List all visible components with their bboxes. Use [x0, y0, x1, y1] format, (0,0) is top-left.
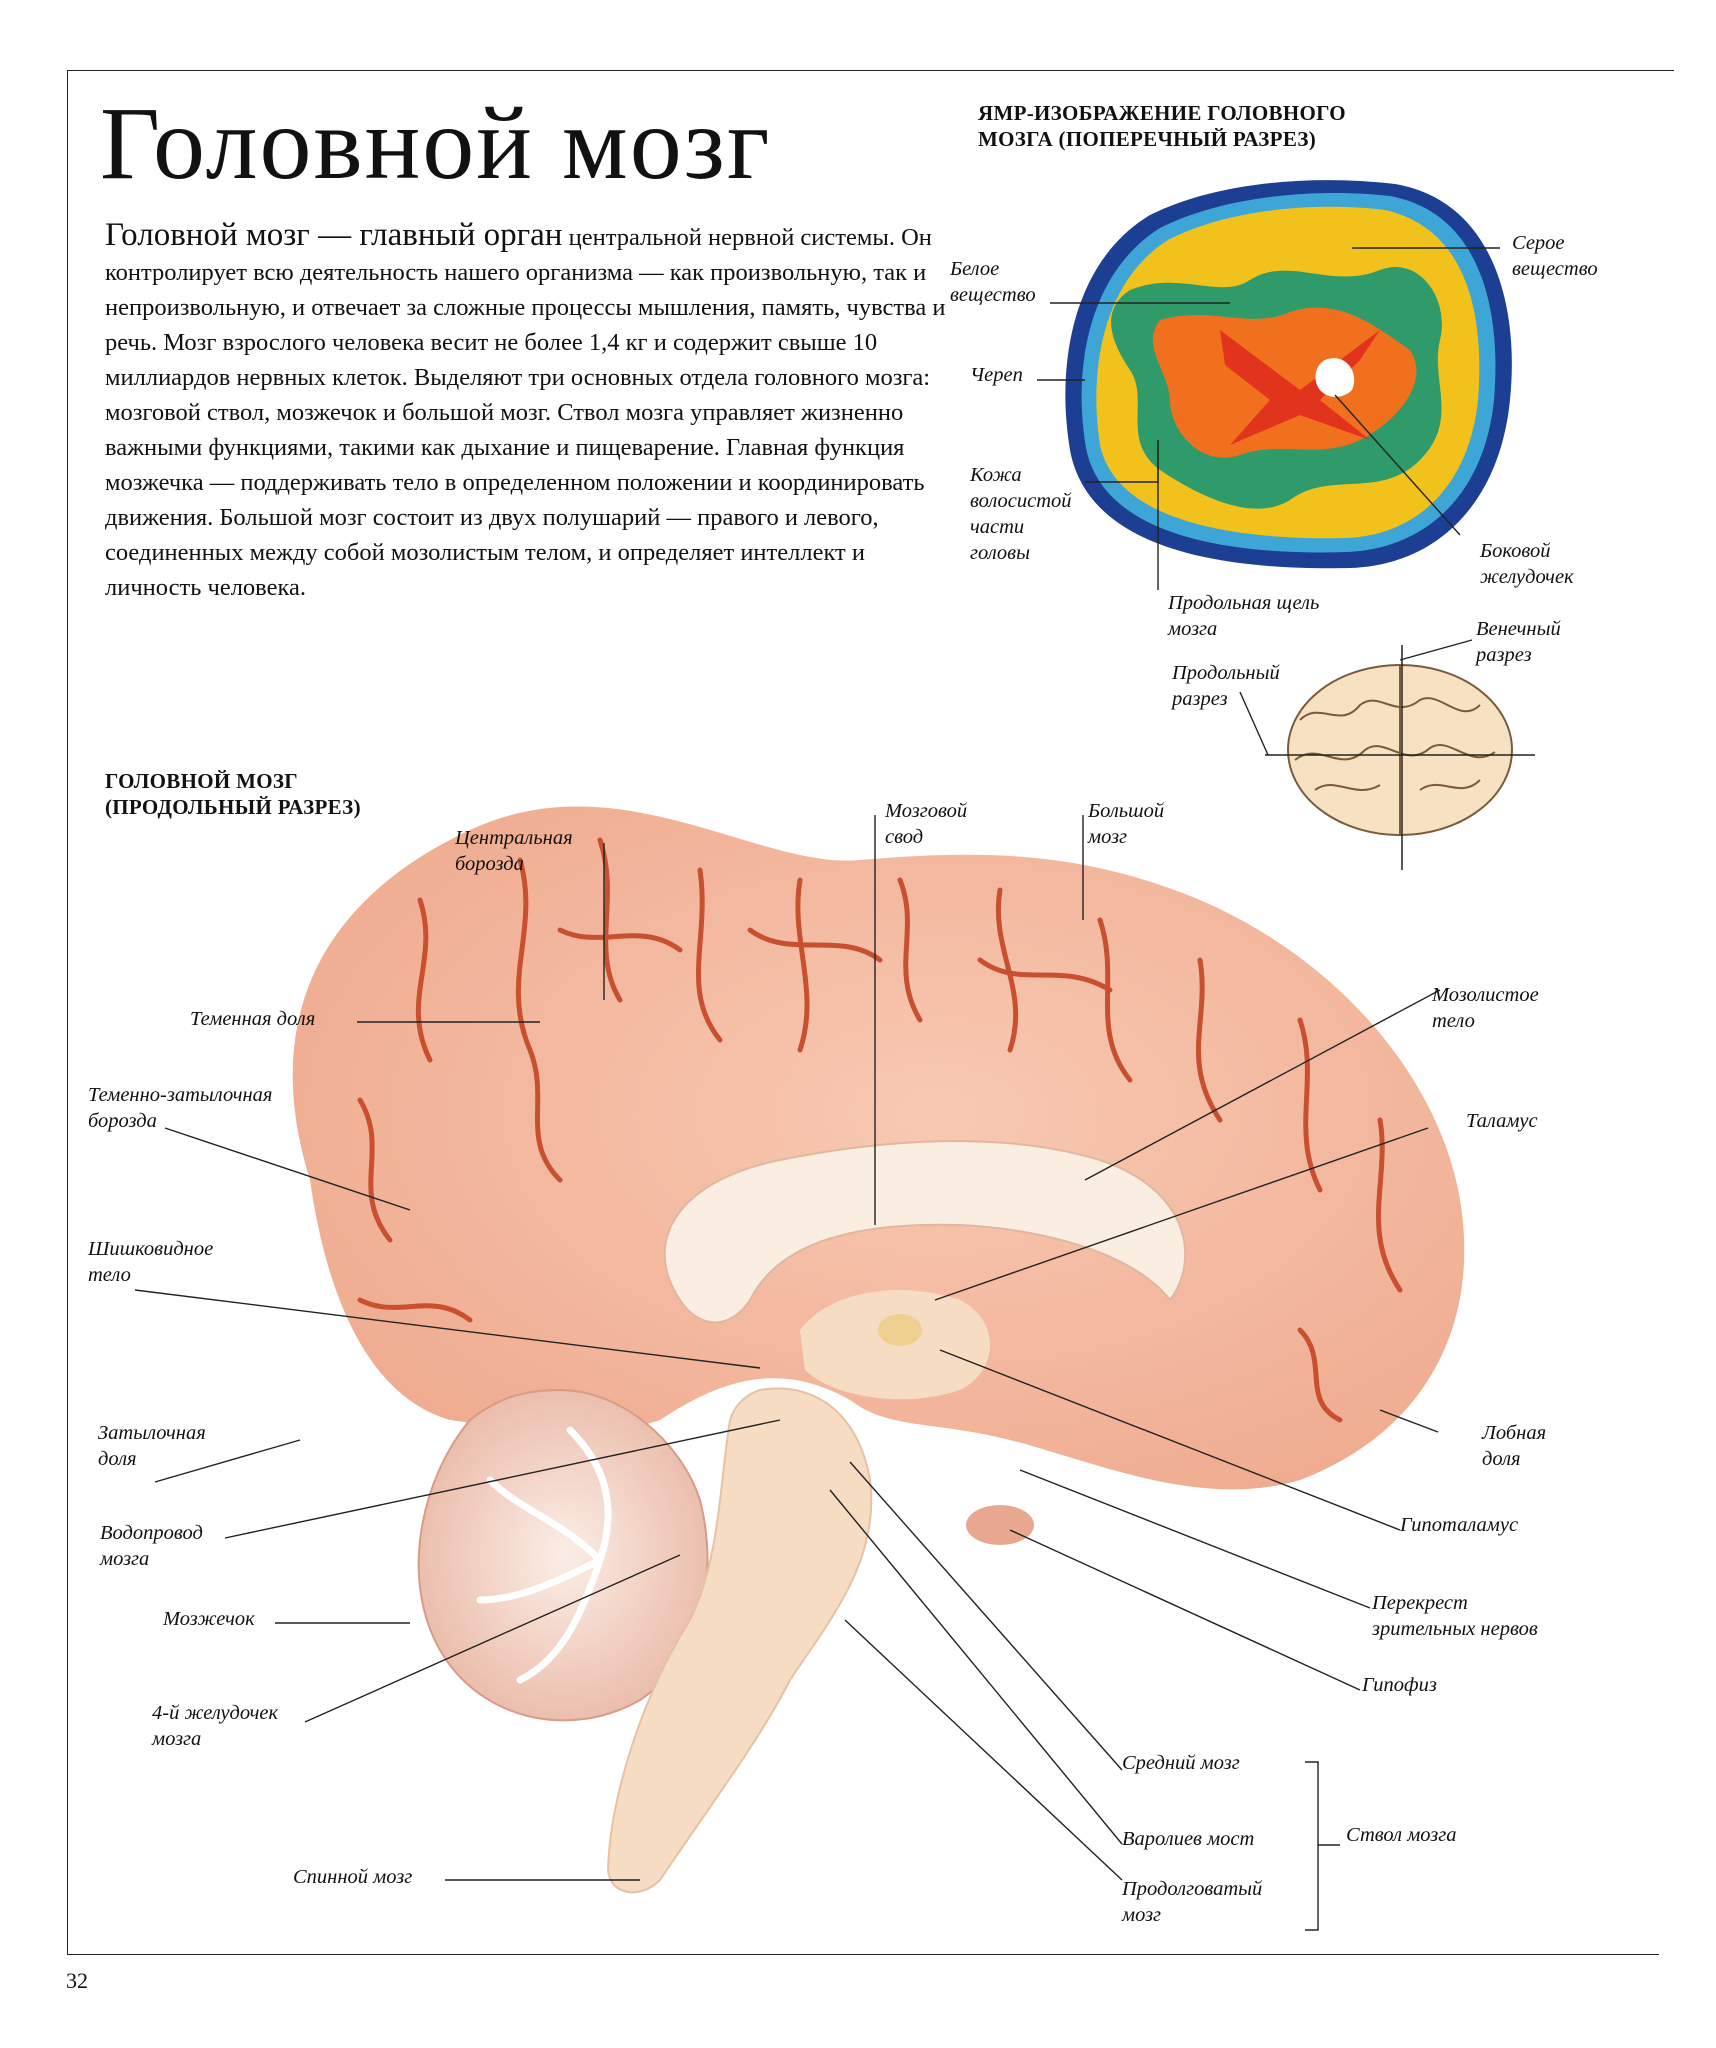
label-skull: Череп: [970, 362, 1023, 388]
label-gray-matter: Серое вещество: [1512, 230, 1598, 282]
pituitary-shape: [966, 1505, 1034, 1545]
label-parietal-lobe: Теменная доля: [190, 1006, 315, 1032]
label-longitudinal-fissure: Продольная щель мозга: [1168, 590, 1319, 642]
brain-sagittal-image: [293, 807, 1465, 1893]
label-spinal-cord: Спинной мозг: [293, 1864, 412, 1890]
sagittal-section-title: ГОЛОВНОЙ МОЗГ (ПРОДОЛЬНЫЙ РАЗРЕЗ): [105, 768, 361, 820]
label-lateral-ventricle: Боковой желудочек: [1480, 538, 1574, 590]
label-medulla: Продолговатый мозг: [1122, 1876, 1262, 1928]
brain-top-view-image: [1265, 645, 1535, 870]
mri-scan-image: [1065, 180, 1511, 568]
label-thalamus: Таламус: [1466, 1108, 1538, 1134]
label-fornix: Мозговой свод: [885, 798, 967, 850]
label-pineal-body: Шишковидное тело: [88, 1236, 213, 1288]
label-pons: Варолиев мост: [1122, 1826, 1254, 1852]
label-midbrain: Средний мозг: [1122, 1750, 1240, 1776]
label-coronal-section: Венечный разрез: [1476, 616, 1561, 668]
label-fourth-ventricle: 4-й желудочек мозга: [152, 1700, 278, 1752]
label-cerebrum: Большой мозг: [1088, 798, 1164, 850]
label-pituitary: Гипофиз: [1362, 1672, 1437, 1698]
label-brainstem: Ствол мозга: [1346, 1822, 1457, 1848]
label-sagittal-section: Продольный разрез: [1172, 660, 1280, 712]
label-hypothalamus: Гипоталамус: [1400, 1512, 1518, 1538]
label-corpus-callosum: Мозолистое тело: [1432, 982, 1539, 1034]
label-occipital-lobe: Затылочная доля: [98, 1420, 206, 1472]
label-parieto-occipital-sulcus: Теменно-затылочная борозда: [88, 1082, 272, 1134]
label-frontal-lobe: Лобная доля: [1482, 1420, 1546, 1472]
page-number: 32: [66, 1968, 88, 1994]
thalamus-spot: [878, 1314, 922, 1346]
label-central-sulcus: Центральная борозда: [455, 825, 573, 877]
label-cerebral-aqueduct: Водопровод мозга: [100, 1520, 203, 1572]
label-scalp: Кожа волосистой части головы: [970, 462, 1072, 566]
mri-section-title: ЯМР-ИЗОБРАЖЕНИЕ ГОЛОВНОГО МОЗГА (ПОПЕРЕЧ…: [978, 100, 1346, 152]
label-optic-chiasm: Перекрест зрительных нервов: [1372, 1590, 1538, 1642]
label-white-matter: Белое вещество: [950, 256, 1036, 308]
label-cerebellum: Мозжечок: [163, 1606, 255, 1632]
